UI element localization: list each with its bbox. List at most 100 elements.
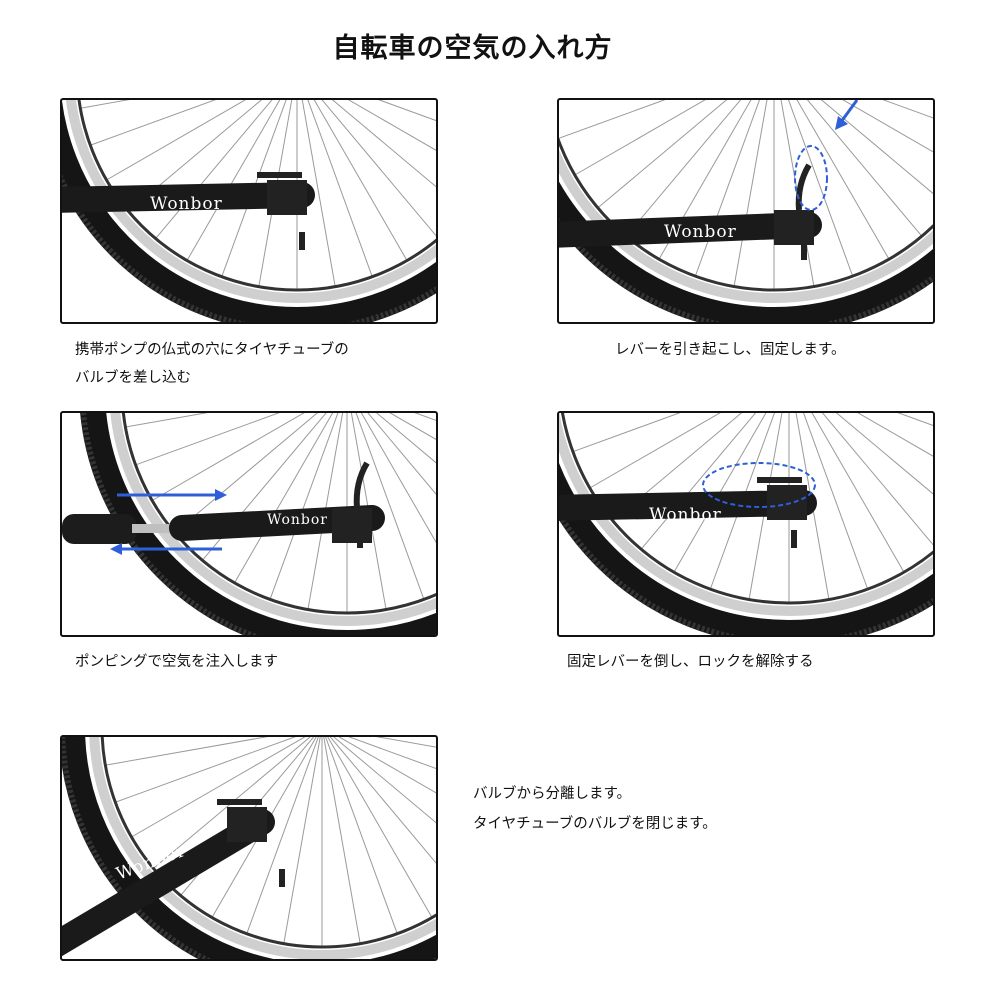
spoke bbox=[803, 413, 869, 590]
brand-logo: Wonbor bbox=[649, 505, 722, 525]
spoke bbox=[709, 413, 775, 590]
step-4-image: Wonbor bbox=[557, 411, 935, 637]
pump-lever bbox=[353, 461, 370, 509]
spoke bbox=[806, 100, 923, 237]
rim bbox=[110, 413, 436, 626]
spoke bbox=[574, 100, 706, 176]
caption-line: 固定レバーを倒し、ロックを解除する bbox=[567, 654, 814, 670]
highlight-ellipse bbox=[794, 145, 828, 211]
spoke bbox=[307, 100, 373, 277]
step-5-image: Wonbor bbox=[60, 735, 438, 961]
pump-head bbox=[227, 807, 267, 842]
spoke bbox=[283, 737, 321, 944]
spoke bbox=[367, 413, 436, 495]
spoke bbox=[360, 413, 436, 544]
step-1-image: Wonbor bbox=[60, 98, 438, 324]
spoke bbox=[135, 413, 280, 466]
illustration bbox=[559, 413, 933, 635]
pump-head bbox=[767, 485, 807, 520]
spoke bbox=[321, 100, 436, 237]
tire bbox=[62, 100, 436, 322]
spoke bbox=[115, 737, 296, 803]
step-4-caption: 固定レバーを倒し、ロックを解除する bbox=[567, 648, 814, 676]
tire bbox=[559, 181, 933, 322]
spoke bbox=[174, 413, 318, 534]
pump-body bbox=[559, 212, 822, 248]
spoke bbox=[80, 100, 130, 109]
valve bbox=[801, 242, 807, 260]
spoke bbox=[155, 100, 273, 239]
arrow-icon bbox=[839, 100, 859, 123]
rim bbox=[89, 737, 436, 959]
pump-handle bbox=[62, 514, 137, 544]
illustration bbox=[559, 100, 933, 322]
push-arrow-head-icon bbox=[215, 489, 227, 501]
spoke bbox=[325, 737, 398, 934]
spoke bbox=[857, 413, 933, 457]
spoke bbox=[375, 737, 436, 748]
spoke bbox=[313, 100, 408, 261]
spoke bbox=[301, 100, 336, 287]
spoke bbox=[125, 413, 209, 428]
spoke bbox=[329, 737, 436, 864]
spoke bbox=[597, 100, 728, 209]
wheel bbox=[80, 413, 436, 635]
page-title: 自転車の空気の入れ方 bbox=[332, 33, 613, 64]
spoke bbox=[640, 413, 757, 550]
rim-edge bbox=[560, 413, 933, 605]
spoke bbox=[589, 413, 721, 489]
spoke bbox=[153, 737, 311, 869]
spoke bbox=[258, 100, 293, 287]
pump-lever bbox=[795, 163, 812, 211]
spoke bbox=[331, 100, 436, 188]
pump-head bbox=[774, 210, 814, 245]
spoke bbox=[811, 413, 905, 573]
spoke bbox=[105, 737, 269, 766]
brand-logo: Wonbor bbox=[150, 194, 223, 214]
step-5-caption: バルブから分離します。 タイヤチューブのバルブを閉じます。 bbox=[473, 779, 717, 839]
pump-head bbox=[332, 508, 372, 543]
pull-arrow-head-icon bbox=[110, 543, 122, 555]
highlight-ellipse bbox=[702, 462, 816, 508]
spoke bbox=[780, 100, 815, 287]
brand-logo: Wonbor bbox=[664, 222, 737, 242]
step-2-caption: レバーを引き起こし、固定します。 bbox=[615, 336, 846, 364]
spoke bbox=[820, 100, 933, 195]
pump-body bbox=[62, 809, 275, 957]
rim bbox=[559, 149, 933, 303]
spoke bbox=[338, 737, 436, 794]
spoke bbox=[90, 100, 217, 146]
spoke bbox=[414, 413, 436, 421]
spoke bbox=[835, 413, 933, 495]
caption-line: タイヤチューブのバルブを閉じます。 bbox=[473, 816, 717, 832]
spoke bbox=[333, 737, 436, 824]
spoke bbox=[842, 100, 933, 153]
step-2-image: Wonbor bbox=[557, 98, 935, 324]
valve bbox=[791, 530, 797, 548]
caption-line: バルブを差し込む bbox=[75, 370, 191, 386]
spoke bbox=[131, 737, 306, 838]
spoke bbox=[673, 413, 767, 573]
spoke bbox=[186, 100, 281, 261]
spoke bbox=[307, 413, 344, 610]
spoke bbox=[625, 100, 742, 237]
spoke bbox=[376, 413, 436, 464]
step-3-caption: ポンピングで空気を注入します bbox=[75, 648, 278, 676]
spoke bbox=[347, 100, 436, 151]
rim-edge bbox=[100, 737, 436, 949]
caption-line: 携帯ポンプの仏式の穴にタイヤチューブの bbox=[75, 342, 349, 358]
illustration bbox=[62, 413, 436, 635]
illustration bbox=[62, 100, 436, 322]
pump-body bbox=[62, 182, 315, 213]
spoke bbox=[572, 413, 681, 453]
spoke bbox=[234, 413, 334, 584]
caption-line: バルブから分離します。 bbox=[473, 786, 632, 802]
spoke bbox=[559, 100, 666, 139]
spoke bbox=[821, 413, 933, 546]
pump-body bbox=[559, 490, 817, 521]
spoke bbox=[106, 100, 247, 181]
spoke bbox=[795, 413, 830, 600]
rim bbox=[65, 100, 436, 303]
wheel bbox=[559, 100, 933, 322]
step-3-image: Wonbor bbox=[60, 411, 438, 637]
